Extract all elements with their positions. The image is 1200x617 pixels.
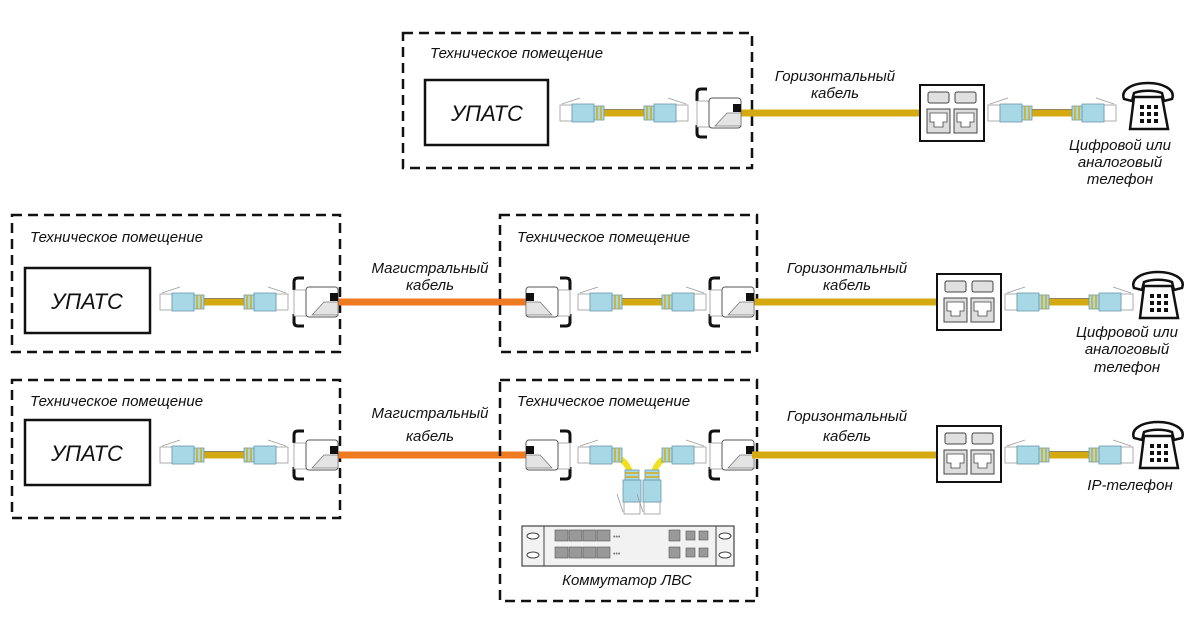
technical-room (10, 213, 342, 354)
pbx-box (23, 266, 152, 335)
wall-outlet (936, 273, 1002, 331)
pbx-label: УПАТС (450, 101, 523, 126)
plug (577, 439, 623, 465)
technical-room (498, 378, 759, 603)
plug (616, 469, 642, 515)
technical-room (401, 31, 754, 170)
room-label: Техническое помещение (30, 393, 203, 410)
patch-panel-jack (708, 429, 756, 481)
wall-outlet (919, 84, 985, 142)
cable-label: Магистральный (371, 260, 489, 277)
patch-panel-jack (292, 429, 340, 481)
patch-cord (988, 98, 1116, 122)
room-label: Техническое помещение (430, 45, 603, 62)
cable-label: кабель (823, 428, 871, 445)
patch-cord (1005, 287, 1133, 311)
cable-label: кабель (406, 428, 454, 445)
wall-outlet (936, 425, 1002, 483)
svg-text:•••: ••• (613, 534, 621, 541)
room-label: Техническое помещение (517, 229, 690, 246)
patch-cord (1005, 440, 1133, 464)
phone-icon (1122, 81, 1174, 131)
phone-icon (1132, 270, 1184, 320)
phone-icon (1132, 420, 1184, 470)
patch-panel-jack (292, 276, 340, 328)
cable-label: кабель (406, 277, 454, 294)
patch-cord (560, 98, 688, 122)
pbx-box (23, 418, 152, 487)
phone-label: аналоговый (1078, 154, 1163, 171)
plug (662, 440, 706, 464)
patch-panel-jack (695, 87, 743, 139)
switch-label: Коммутатор ЛВС (562, 572, 692, 589)
patch-panel-jack (524, 276, 572, 328)
cable-label: Горизонтальный (775, 68, 896, 85)
svg-text:•••: ••• (613, 551, 621, 558)
phone-label: аналоговый (1085, 341, 1170, 358)
room-label: Техническое помещение (30, 229, 203, 246)
phone-label: Цифровой или (1076, 324, 1179, 341)
phone-label: телефон (1094, 359, 1160, 376)
patch-cord (160, 440, 288, 464)
cable-label: Горизонтальный (787, 408, 908, 425)
cable-label: кабель (823, 277, 871, 294)
phone-label: телефон (1087, 171, 1153, 188)
cable-label: кабель (811, 85, 859, 102)
patch-panel-jack (524, 429, 572, 481)
pbx-label: УПАТС (50, 289, 123, 314)
patch-panel-jack (708, 276, 756, 328)
pbx-box (423, 78, 550, 147)
cable-label: Магистральный (371, 405, 489, 422)
patch-cord (578, 287, 706, 311)
pbx-label: УПАТС (50, 441, 123, 466)
technical-room (498, 213, 759, 354)
lan-switch: ••• ••• (521, 525, 735, 567)
phone-label: IP-телефон (1087, 477, 1172, 494)
cable-label: Горизонтальный (787, 260, 908, 277)
technical-room (10, 378, 342, 520)
phone-label: Цифровой или (1069, 137, 1172, 154)
patch-cord (160, 287, 288, 311)
room-label: Техническое помещение (517, 393, 690, 410)
